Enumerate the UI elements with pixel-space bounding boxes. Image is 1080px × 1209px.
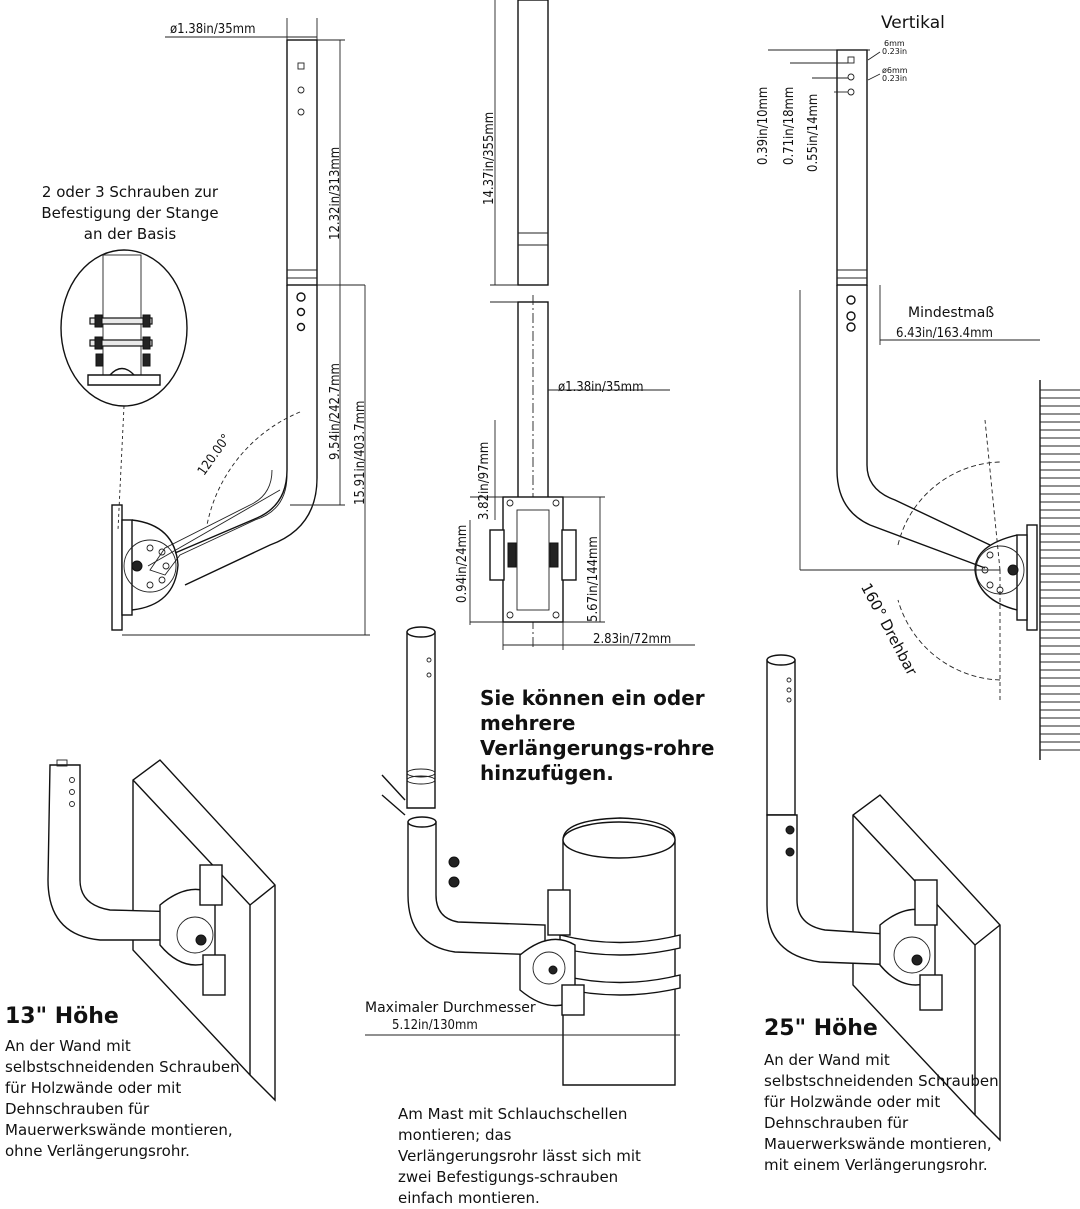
max-diameter-value: 5.12in/130mm (392, 1018, 478, 1033)
screws-callout-text: 2 oder 3 Schrauben zur Befestigung der S… (41, 183, 219, 243)
upper-tube-length-label: 12.32in/313mm (328, 146, 343, 240)
max-diameter-label: Maximaler Durchmesser (365, 1000, 536, 1016)
total-height-label: 15.91in/403.7mm (353, 400, 368, 505)
hole-size-label: 6mm (884, 39, 905, 48)
plate-width-label: 2.83in/72mm (593, 632, 672, 647)
wall-mount-13in-illustration (47, 759, 276, 1102)
tube-diameter-label: ø1.38in/35mm (170, 22, 256, 37)
plate-height-label: 5.67in/144mm (586, 536, 601, 622)
extension-note: Sie können ein oder mehrere Verlängerung… (480, 686, 715, 785)
lower-leg-length-label: 9.54in/242.7mm (328, 363, 343, 460)
pole-mount-text: Am Mast mit Schlauchschellen montieren; … (398, 1105, 641, 1207)
hole-diameter-label: ø6mm (882, 66, 908, 75)
minimum-size-label: Mindestmaß (908, 305, 995, 321)
pole-mount-illustration (365, 626, 681, 1086)
plate-offset-label: 3.82in/97mm (477, 441, 492, 520)
bracket-side-view-right (768, 49, 1080, 760)
height-13in-title: 13" Höhe (5, 1004, 119, 1029)
minimum-size-value: 6.43in/163.4mm (896, 326, 993, 341)
wall-mount-25in-illustration (766, 654, 1001, 1142)
bolt-spacing-label: 0.94in/24mm (455, 524, 470, 603)
hole-size-in-label: 0.23in (882, 47, 908, 56)
wall-mount-13in-text: An der Wand mit selbstschneidenden Schra… (5, 1037, 240, 1160)
wall-mount-25in-text: An der Wand mit selbstschneidenden Schra… (764, 1051, 999, 1174)
extension-tube-length-label: 14.37in/355mm (482, 111, 497, 205)
hole-diameter-in-label: 0.23in (882, 74, 908, 83)
distance-3-label: 0.55in/14mm (806, 93, 821, 172)
distance-2-label: 0.71in/18mm (782, 86, 797, 165)
distance-1-label: 0.39in/10mm (756, 86, 771, 165)
vertical-label: Vertikal (881, 13, 945, 33)
height-25in-title: 25" Höhe (764, 1016, 878, 1041)
extension-diameter-label: ø1.38in/35mm (558, 380, 644, 395)
bracket-side-view-left (60, 18, 370, 636)
extension-tube-and-base (469, 0, 695, 650)
